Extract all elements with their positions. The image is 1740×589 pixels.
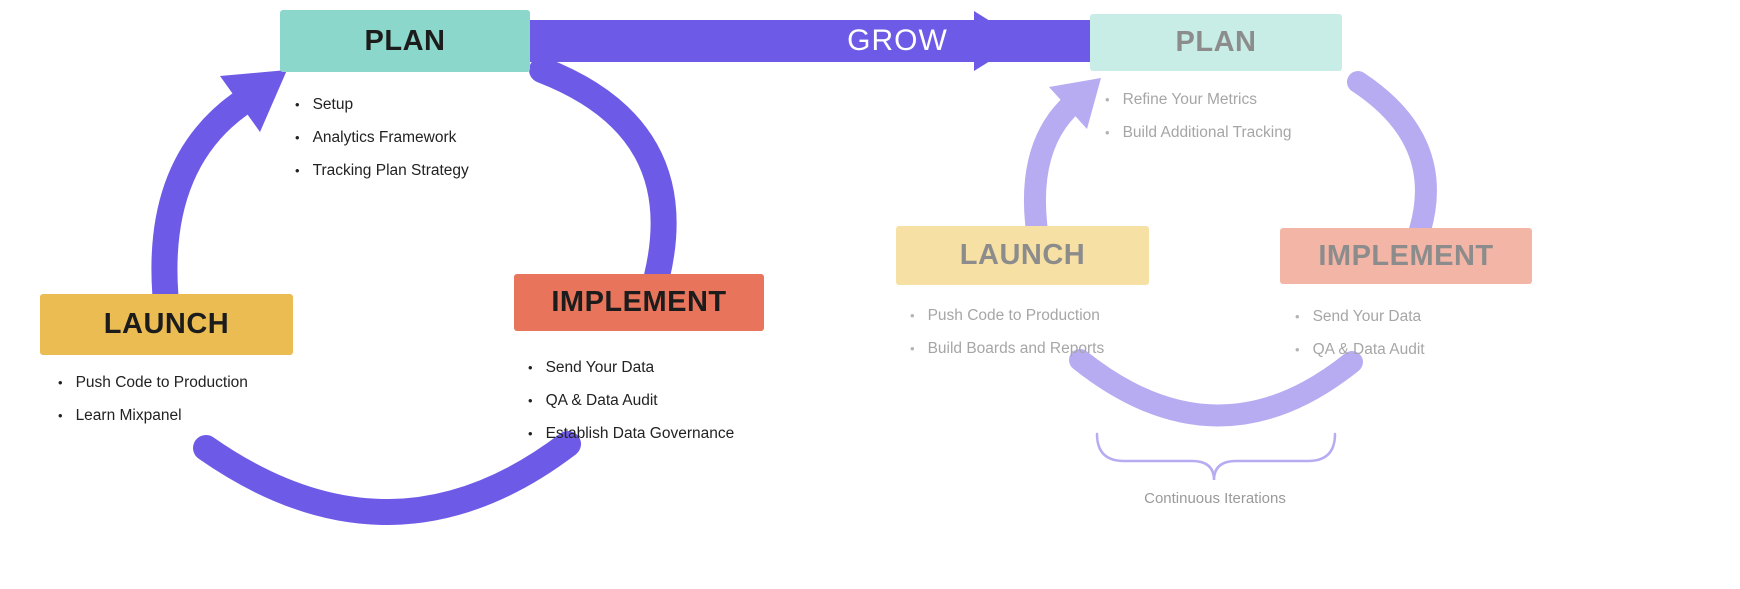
grow-arrow: GROW	[500, 20, 1135, 62]
bullet-text: Push Code to Production	[75, 374, 248, 391]
right-implement-bullet-list: • Send Your Data • QA & Data Audit	[1295, 307, 1425, 373]
bullet-text: Push Code to Production	[927, 307, 1100, 324]
bullet-text: Establish Data Governance	[545, 425, 735, 442]
right-launch-bullet-list: • Push Code to Production • Build Boards a…	[910, 306, 1104, 372]
bullet-text: Send Your Data	[545, 359, 655, 376]
bullet-item: • QA & Data Audit	[528, 391, 734, 410]
right-cycle-arrowhead-icon	[1049, 78, 1101, 129]
bullet-text: Analytics Framework	[312, 129, 457, 146]
bullet-item: • Setup	[295, 95, 469, 114]
bullet-item: • Analytics Framework	[295, 128, 469, 147]
left-implement-bullet-list: • Send Your Data • QA & Data Audit • Establ…	[528, 358, 734, 457]
left-plan-bullet-list: • Setup • Analytics Framework • Tracking Pl…	[295, 95, 469, 194]
bullet-dot-icon: •	[1105, 92, 1110, 107]
bullet-text: Learn Mixpanel	[75, 407, 182, 424]
left-cycle-arc-plan-to-implement	[529, 57, 677, 289]
bullet-dot-icon: •	[295, 163, 300, 178]
continuous-iterations-caption: Continuous Iterations	[1144, 490, 1286, 507]
left-launch-label: LAUNCH	[103, 308, 230, 340]
bullet-dot-icon: •	[910, 341, 915, 356]
bullet-text: Build Additional Tracking	[1122, 124, 1292, 141]
right-implement-label: IMPLEMENT	[1318, 239, 1494, 272]
bullet-item: • Push Code to Production	[910, 306, 1104, 325]
bullet-item: • Establish Data Governance	[528, 424, 734, 443]
right-plan-bullet-list: • Refine Your Metrics • Build Additional T…	[1105, 90, 1291, 156]
right-launch-box: LAUNCH	[896, 226, 1149, 285]
bullet-item: • Build Additional Tracking	[1105, 123, 1291, 142]
bullet-dot-icon: •	[528, 426, 533, 441]
bullet-item: • Push Code to Production	[58, 373, 248, 392]
bullet-dot-icon: •	[528, 393, 533, 408]
left-implement-box: IMPLEMENT	[514, 274, 764, 331]
right-launch-label: LAUNCH	[959, 239, 1086, 271]
bullet-text: Build Boards and Reports	[927, 340, 1105, 357]
right-cycle-arc-implement-to-launch	[1069, 349, 1363, 427]
bullet-text: QA & Data Audit	[545, 392, 658, 409]
grow-arrowhead-icon	[974, 11, 1022, 71]
bullet-text: QA & Data Audit	[1312, 341, 1425, 358]
left-plan-box: PLAN	[280, 10, 530, 72]
bullet-dot-icon: •	[295, 130, 300, 145]
bullet-item: • Tracking Plan Strategy	[295, 161, 469, 180]
left-cycle-arrowhead-icon	[220, 70, 287, 132]
right-implement-box: IMPLEMENT	[1280, 228, 1532, 284]
bullet-text: Tracking Plan Strategy	[312, 162, 469, 179]
bullet-text: Send Your Data	[1312, 308, 1422, 325]
left-implement-label: IMPLEMENT	[551, 286, 727, 318]
bullet-dot-icon: •	[1295, 309, 1300, 324]
bullet-dot-icon: •	[528, 360, 533, 375]
bullet-item: • Send Your Data	[528, 358, 734, 377]
bullet-dot-icon: •	[58, 375, 63, 390]
bullet-dot-icon: •	[910, 308, 915, 323]
left-launch-bullet-list: • Push Code to Production • Learn Mixpanel	[58, 373, 248, 439]
left-launch-box: LAUNCH	[40, 294, 293, 355]
bullet-item: • Build Boards and Reports	[910, 339, 1104, 358]
right-plan-box: PLAN	[1090, 14, 1342, 71]
bullet-item: • Learn Mixpanel	[58, 406, 248, 425]
bullet-item: • QA & Data Audit	[1295, 340, 1425, 359]
bullet-dot-icon: •	[295, 97, 300, 112]
bullet-item: • Refine Your Metrics	[1105, 90, 1291, 109]
right-plan-label: PLAN	[1175, 26, 1257, 58]
bullet-text: Setup	[312, 96, 354, 113]
bullet-item: • Send Your Data	[1295, 307, 1425, 326]
left-plan-label: PLAN	[364, 24, 446, 57]
right-cycle-arc-plan-to-implement	[1347, 71, 1437, 241]
bullet-dot-icon: •	[58, 408, 63, 423]
grow-arrow-label: GROW	[847, 24, 948, 57]
left-cycle-arc-implement-to-launch	[193, 431, 581, 525]
continuous-iterations-brace-icon	[1095, 432, 1337, 481]
bullet-text: Refine Your Metrics	[1122, 91, 1257, 108]
bullet-dot-icon: •	[1105, 125, 1110, 140]
left-cycle-arc-launch-to-plan	[151, 91, 253, 333]
bullet-dot-icon: •	[1295, 342, 1300, 357]
